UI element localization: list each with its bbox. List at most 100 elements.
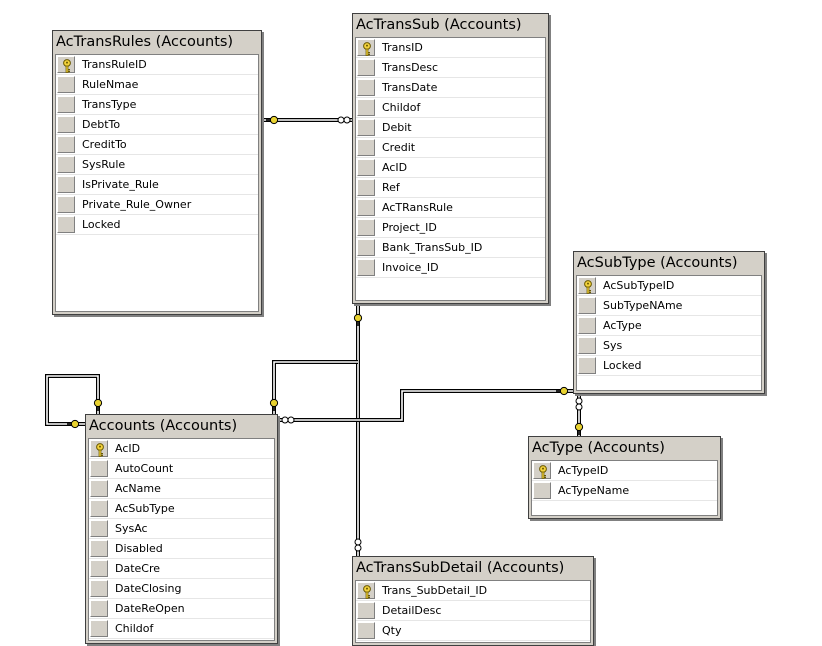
table-actranssubdetail[interactable]: AcTransSubDetail (Accounts)Trans_SubDeta… <box>352 556 594 646</box>
column-row[interactable]: TransRuleID <box>56 55 258 75</box>
row-selector[interactable] <box>90 540 108 557</box>
row-selector[interactable] <box>578 297 596 314</box>
row-selector[interactable] <box>57 56 75 73</box>
table-title[interactable]: AcTransRules (Accounts) <box>53 31 261 53</box>
row-selector[interactable] <box>90 520 108 537</box>
column-row[interactable]: RuleNmae <box>56 75 258 95</box>
column-row[interactable]: IsPrivate_Rule <box>56 175 258 195</box>
row-selector[interactable] <box>357 582 375 599</box>
row-selector[interactable] <box>90 460 108 477</box>
column-row[interactable]: Disabled <box>89 539 274 559</box>
row-selector[interactable] <box>357 259 375 276</box>
column-row[interactable]: SubTypeNAme <box>577 296 761 316</box>
column-row[interactable]: AutoCount <box>89 459 274 479</box>
column-row[interactable]: AcSubTypeID <box>577 276 761 296</box>
column-name: AutoCount <box>115 462 174 475</box>
column-row[interactable]: AcTRansRule <box>356 198 545 218</box>
row-selector[interactable] <box>357 39 375 56</box>
row-selector[interactable] <box>90 560 108 577</box>
row-selector[interactable] <box>533 462 551 479</box>
column-row[interactable]: AcTypeName <box>532 481 717 501</box>
table-title[interactable]: AcType (Accounts) <box>529 437 720 459</box>
table-title[interactable]: AcSubType (Accounts) <box>574 252 764 274</box>
row-selector[interactable] <box>90 620 108 637</box>
column-row[interactable]: Locked <box>577 356 761 376</box>
column-row[interactable]: Qty <box>356 621 590 641</box>
column-row[interactable]: SysAc <box>89 519 274 539</box>
row-selector[interactable] <box>357 199 375 216</box>
column-row[interactable]: TransDate <box>356 78 545 98</box>
row-selector[interactable] <box>57 136 75 153</box>
column-row[interactable]: AcSubType <box>89 499 274 519</box>
row-selector[interactable] <box>357 99 375 116</box>
column-row[interactable]: Childof <box>356 98 545 118</box>
row-selector[interactable] <box>578 337 596 354</box>
row-selector[interactable] <box>357 159 375 176</box>
row-selector[interactable] <box>357 179 375 196</box>
row-selector[interactable] <box>357 59 375 76</box>
column-row[interactable]: CreditTo <box>56 135 258 155</box>
row-selector[interactable] <box>57 96 75 113</box>
row-selector[interactable] <box>357 119 375 136</box>
table-title[interactable]: AcTransSubDetail (Accounts) <box>353 557 593 579</box>
column-row[interactable]: Trans_SubDetail_ID <box>356 581 590 601</box>
row-selector[interactable] <box>357 79 375 96</box>
column-row[interactable]: Locked <box>56 215 258 235</box>
column-row[interactable]: DateCre <box>89 559 274 579</box>
row-selector[interactable] <box>57 116 75 133</box>
row-selector[interactable] <box>533 482 551 499</box>
row-selector[interactable] <box>357 622 375 639</box>
column-row[interactable]: DateClosing <box>89 579 274 599</box>
primary-key-icon <box>363 585 371 599</box>
column-row[interactable]: AcID <box>356 158 545 178</box>
row-selector[interactable] <box>578 357 596 374</box>
row-selector[interactable] <box>90 600 108 617</box>
column-row[interactable]: DetailDesc <box>356 601 590 621</box>
column-row[interactable]: Ref <box>356 178 545 198</box>
column-row[interactable]: AcName <box>89 479 274 499</box>
column-row[interactable]: TransID <box>356 38 545 58</box>
column-row[interactable]: DateReOpen <box>89 599 274 619</box>
column-row[interactable]: Project_ID <box>356 218 545 238</box>
row-selector[interactable] <box>357 139 375 156</box>
table-title[interactable]: AcTransSub (Accounts) <box>353 14 548 36</box>
row-selector[interactable] <box>357 239 375 256</box>
column-row[interactable]: Bank_TransSub_ID <box>356 238 545 258</box>
row-selector[interactable] <box>57 196 75 213</box>
column-row[interactable]: Sys <box>577 336 761 356</box>
row-selector[interactable] <box>57 216 75 233</box>
column-row[interactable]: Debit <box>356 118 545 138</box>
column-row[interactable]: AcID <box>89 439 274 459</box>
row-selector[interactable] <box>357 602 375 619</box>
column-row[interactable]: TransDesc <box>356 58 545 78</box>
row-selector[interactable] <box>578 277 596 294</box>
column-row[interactable]: Credit <box>356 138 545 158</box>
column-row[interactable]: AcType <box>577 316 761 336</box>
column-name: TransType <box>82 98 137 111</box>
column-row[interactable]: Childof <box>89 619 274 639</box>
row-selector[interactable] <box>90 500 108 517</box>
table-title[interactable]: Accounts (Accounts) <box>86 415 277 437</box>
row-selector[interactable] <box>57 156 75 173</box>
row-selector[interactable] <box>357 219 375 236</box>
row-selector[interactable] <box>57 176 75 193</box>
column-row[interactable]: AcTypeID <box>532 461 717 481</box>
row-selector[interactable] <box>90 440 108 457</box>
column-row[interactable]: DebtTo <box>56 115 258 135</box>
row-selector[interactable] <box>90 480 108 497</box>
column-row[interactable]: SysRule <box>56 155 258 175</box>
row-selector[interactable] <box>578 317 596 334</box>
column-name: DateCre <box>115 562 161 575</box>
row-selector[interactable] <box>90 580 108 597</box>
column-row[interactable]: Invoice_ID <box>356 258 545 278</box>
column-row[interactable]: Private_Rule_Owner <box>56 195 258 215</box>
row-selector[interactable] <box>57 76 75 93</box>
column-row[interactable]: TransType <box>56 95 258 115</box>
